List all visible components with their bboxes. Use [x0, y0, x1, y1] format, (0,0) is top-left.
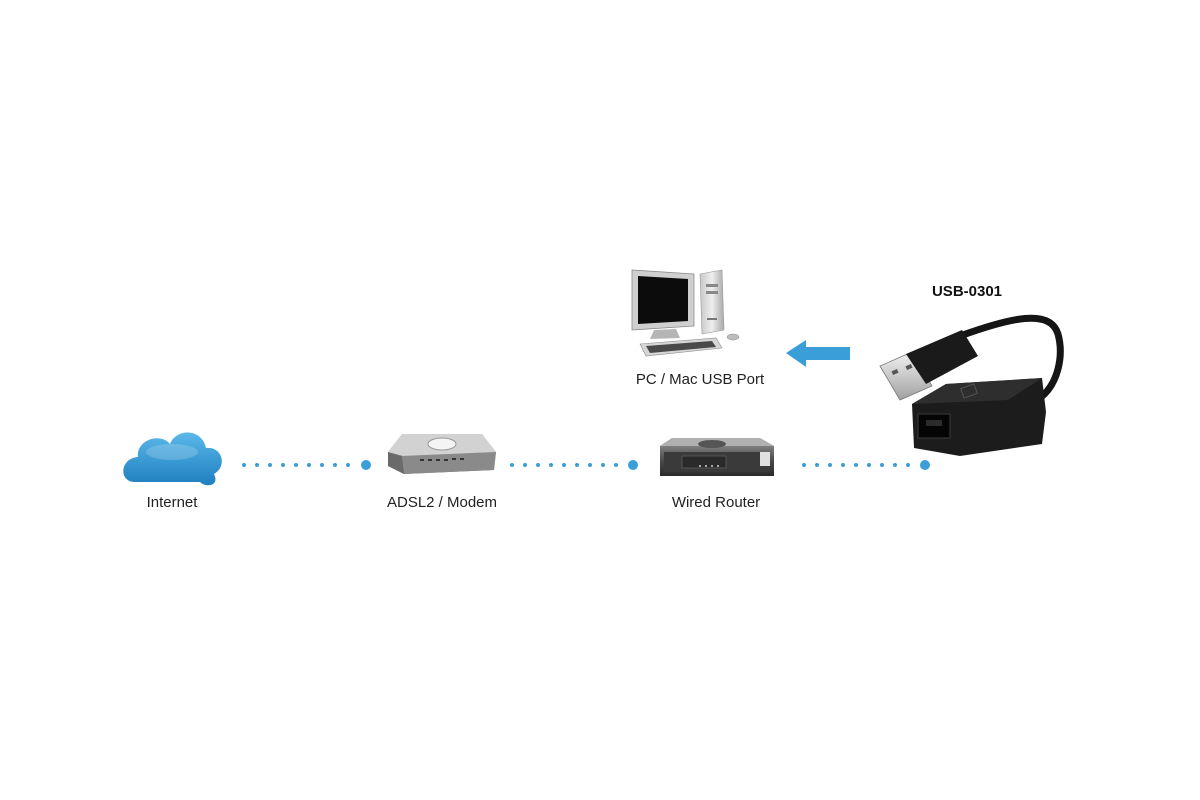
internet-label: Internet: [146, 494, 198, 511]
usb-ethernet-adapter-icon: [879, 314, 1064, 456]
arrow-left-icon: [786, 340, 850, 367]
connector-router-adapter: [802, 460, 930, 470]
router-label: Wired Router: [671, 494, 761, 511]
pc-label: PC / Mac USB Port: [635, 371, 765, 388]
adapter-label: USB-0301: [931, 283, 1003, 300]
cloud-icon: [123, 432, 222, 486]
modem-icon: [388, 434, 496, 474]
router-icon: [660, 438, 774, 476]
connector-modem-router: [510, 460, 638, 470]
connector-internet-modem: [242, 460, 371, 470]
modem-label: ADSL2 / Modem: [386, 494, 498, 511]
desktop-computer-icon: [631, 269, 740, 357]
